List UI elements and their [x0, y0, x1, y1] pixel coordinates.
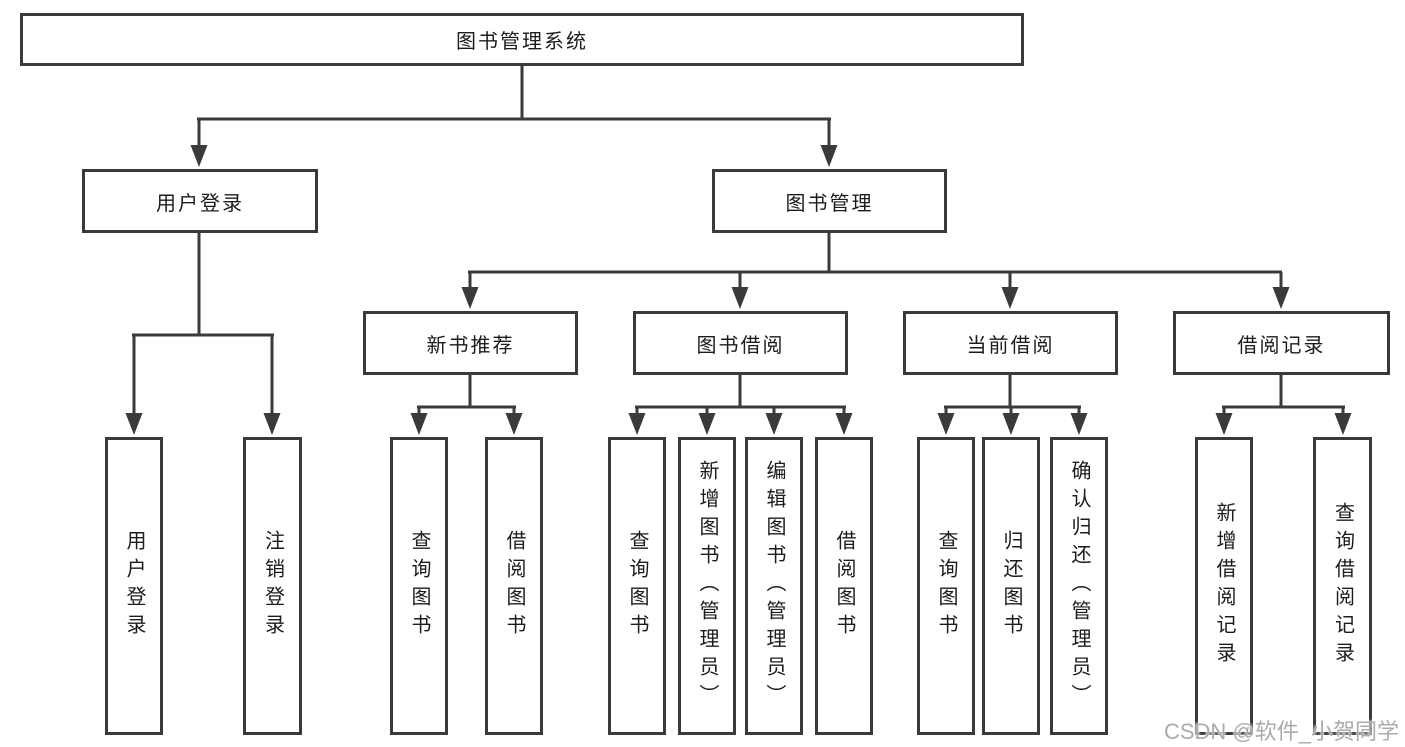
leaf-edit-books-admin: 编辑图书（管理员）: [745, 437, 803, 735]
leaf-add-borrow-record: 新增借阅记录: [1195, 437, 1253, 735]
node-book-borrowing: 图书借阅: [633, 311, 848, 375]
leaf-logout-login: 注销登录: [243, 437, 302, 735]
leaf-add-books-admin: 新增图书（管理员）: [678, 437, 736, 735]
arrowhead-icon: [698, 413, 716, 435]
arrowhead-icon: [820, 145, 838, 167]
arrowheads-group: [125, 145, 1352, 435]
arrowhead-icon: [628, 413, 646, 435]
node-borrowing-records: 借阅记录: [1173, 311, 1390, 375]
leaf-borrowing-query-books: 查询图书: [608, 437, 666, 735]
arrowhead-icon: [835, 413, 853, 435]
leaf-current-query-books: 查询图书: [917, 437, 975, 735]
node-user-login: 用户登录: [82, 169, 318, 233]
leaf-confirm-return-admin: 确认归还（管理员）: [1050, 437, 1108, 735]
arrowhead-icon: [263, 413, 281, 435]
node-library-system: 图书管理系统: [20, 13, 1024, 66]
node-book-management: 图书管理: [712, 169, 947, 233]
arrowhead-icon: [765, 413, 783, 435]
arrowhead-icon: [125, 413, 143, 435]
arrowhead-icon: [1070, 413, 1088, 435]
arrowhead-icon: [731, 287, 749, 309]
arrowhead-icon: [1334, 413, 1352, 435]
node-new-book-recommend: 新书推荐: [363, 311, 578, 375]
leaf-borrowing-borrow-books: 借阅图书: [815, 437, 873, 735]
arrowhead-icon: [190, 145, 208, 167]
leaf-recommend-borrow-books: 借阅图书: [485, 437, 543, 735]
arrowhead-icon: [410, 413, 428, 435]
leaf-query-borrow-record: 查询借阅记录: [1313, 437, 1372, 735]
arrowhead-icon: [1272, 287, 1290, 309]
arrowhead-icon: [1002, 413, 1020, 435]
arrowhead-icon: [1215, 413, 1233, 435]
arrowhead-icon: [505, 413, 523, 435]
arrowhead-icon: [461, 287, 479, 309]
leaf-return-books: 归还图书: [982, 437, 1040, 735]
node-current-borrowing: 当前借阅: [903, 311, 1118, 375]
arrowhead-icon: [1001, 287, 1019, 309]
leaf-recommend-query-books: 查询图书: [390, 437, 448, 735]
csdn-watermark: CSDN @软件_小贺同学: [1163, 719, 1399, 744]
leaf-user-login: 用户登录: [105, 437, 163, 735]
arrowhead-icon: [937, 413, 955, 435]
